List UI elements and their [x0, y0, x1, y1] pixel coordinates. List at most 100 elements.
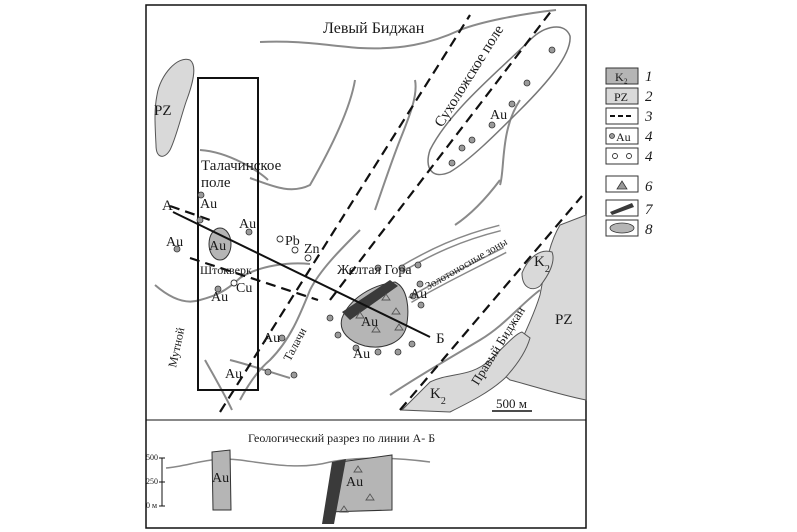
river-talachi-branch [229, 359, 291, 379]
legend-num-3: 3 [644, 109, 653, 125]
label-river-levyi-bidzhan: Левый Биджан [323, 20, 425, 37]
label-section-start: А [162, 198, 173, 214]
gold-dot [409, 292, 417, 300]
field-talachinskoe-outline [197, 77, 259, 391]
gold-dot [448, 159, 456, 167]
legend-key-6-triangle [616, 180, 628, 190]
legend-key-5-dot-a [612, 153, 618, 159]
river-tributary-east [454, 179, 501, 226]
open-dot [304, 254, 312, 262]
gold-dot [468, 136, 476, 144]
label-au: Au [490, 108, 507, 123]
legend-key-4-text: Au [616, 130, 631, 144]
fault-shtokverk [189, 256, 319, 302]
pz-body-northwest [154, 58, 195, 157]
river-mutnoi-lower [204, 359, 233, 411]
label-section-end: Б [436, 331, 445, 347]
gold-dot [214, 285, 222, 293]
gold-zone-2-fill [408, 248, 506, 302]
fault-sukholozhskoe [329, 9, 553, 301]
label-cu: Cu [236, 281, 252, 296]
section-line-a-b [172, 211, 431, 338]
label-au: Au [211, 290, 228, 305]
legend: K₂ 1 PZ 2 3 Au 4 4 6 7 8 [605, 67, 654, 238]
gold-dot [398, 264, 406, 272]
legend-num-4: 4 [645, 129, 653, 145]
gold-dot [458, 144, 466, 152]
gold-dot [326, 314, 334, 322]
label-field-talachinskoe-1: Талачинское [201, 158, 282, 174]
gold-dot [197, 191, 205, 199]
triangle-symbols-section [339, 465, 375, 513]
k2-label-north: K2 [534, 254, 550, 275]
legend-key-7-band [610, 203, 634, 215]
k2-label-south-sub: 2 [441, 396, 446, 407]
dark-zone-zheltaya-gora [342, 280, 398, 320]
fault-northwest [169, 204, 211, 222]
river-tributary-talachi-head [199, 149, 269, 181]
gold-dot [278, 334, 286, 342]
open-dot [276, 235, 284, 243]
gold-dot [196, 216, 204, 224]
label-au: Au [410, 287, 427, 302]
label-zn: Zn [304, 242, 320, 257]
river-mutnoi-upper [154, 262, 311, 303]
k2-label-north-main: K [534, 254, 545, 270]
gold-dot [374, 264, 382, 272]
cross-section-au-right: Au [346, 475, 363, 490]
pz-label-northwest: PZ [154, 103, 172, 119]
cross-section-tick-label: 500 [146, 453, 158, 462]
gold-dot [408, 340, 416, 348]
gold-dot [417, 301, 425, 309]
legend-num-6: 6 [645, 179, 653, 195]
river-tributary-west [249, 79, 356, 191]
cross-section-dark-zone [322, 459, 346, 524]
river-talachi [239, 229, 361, 401]
triangle-map-2 [381, 293, 391, 301]
river-tributary-sukholozhskoe [499, 99, 521, 186]
gold-dot [414, 261, 422, 269]
gold-dot [416, 280, 424, 288]
triangle-section-3 [339, 505, 349, 513]
gold-dot [264, 368, 272, 376]
legend-key-8-ellipse [609, 222, 635, 234]
polymetal-occurrence-dots [230, 235, 312, 287]
scale-bar-label: 500 м [496, 396, 527, 411]
label-au: Au [263, 331, 280, 346]
triangle-section-1 [353, 465, 363, 473]
triangle-section-2 [365, 493, 375, 501]
gold-dot [508, 100, 516, 108]
legend-key-5 [605, 147, 639, 165]
k2-label-south-main: K [430, 386, 441, 402]
river-pravyi-bidzhan [389, 289, 541, 396]
gold-dot [488, 121, 496, 129]
legend-num-2: 2 [645, 89, 653, 105]
gold-dot [352, 344, 360, 352]
field-sukholozhskoe-outline [427, 26, 571, 176]
legend-key-4 [605, 127, 639, 145]
pz-label-east: PZ [555, 312, 573, 328]
legend-num-7: 7 [645, 202, 654, 218]
gold-occurrence-dots [173, 46, 556, 379]
triangle-symbols-map [355, 293, 404, 333]
gold-dot [374, 348, 382, 356]
open-dot [291, 246, 299, 254]
label-field-talachinskoe-2: поле [201, 175, 231, 191]
k2-label-south: K2 [430, 386, 446, 407]
gold-dot [523, 79, 531, 87]
label-au: Au [239, 217, 256, 232]
gold-dot [548, 46, 556, 54]
gold-dot [334, 331, 342, 339]
k2-body-south [400, 331, 531, 413]
cross-section-tick-label: 0 м [146, 501, 157, 510]
label-au: Au [166, 235, 183, 250]
cross-section-tick-label: 250 [146, 477, 158, 486]
legend-key-1 [605, 67, 639, 85]
open-dot [230, 279, 238, 287]
legend-num-8: 8 [645, 222, 653, 238]
legend-key-5-dot-b [626, 153, 632, 159]
label-au: Au [225, 367, 242, 382]
k2-body-north [521, 250, 554, 290]
k2-label-north-sub: 2 [545, 264, 550, 275]
river-tributary-north [374, 79, 417, 211]
